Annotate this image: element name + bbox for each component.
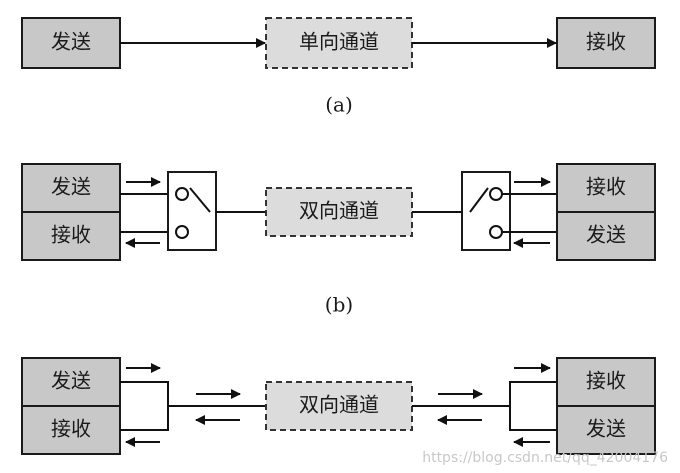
diagram-c: 发送 接收 双向通道 接收 发送 (21, 357, 656, 455)
c-channel-label: 双向通道 (299, 393, 379, 417)
c-left-receive-box (21, 405, 121, 455)
a-caption: (a) (325, 93, 353, 117)
c-channel-box (265, 381, 413, 431)
b-left-switch-blade (189, 187, 211, 213)
b-right-switch-box (461, 171, 511, 251)
a-send-label: 发送 (51, 30, 91, 54)
c-right-receive-box (556, 357, 656, 407)
b-right-receive-box (556, 163, 656, 213)
c-left-bracket (120, 381, 169, 431)
c-right-bracket (509, 381, 557, 431)
b-channel-box (265, 187, 413, 237)
b-right-switch-blade (469, 187, 489, 213)
a-channel-label: 单向通道 (299, 30, 379, 54)
c-left-send-label: 发送 (51, 369, 91, 393)
c-right-receive-label: 接收 (586, 369, 626, 393)
b-right-switch-port-top (489, 187, 503, 201)
b-left-switch-port-bottom (175, 225, 189, 239)
c-left-receive-label: 接收 (51, 417, 91, 441)
b-left-send-box (21, 163, 121, 213)
b-right-send-label: 发送 (586, 223, 626, 247)
a-receive-box (556, 17, 656, 69)
b-channel-label: 双向通道 (299, 199, 379, 223)
c-right-send-label: 发送 (586, 417, 626, 441)
watermark-text: https://blog.csdn.net/qq_42004176 (422, 450, 668, 466)
b-left-send-label: 发送 (51, 175, 91, 199)
b-right-switch-port-bottom (489, 225, 503, 239)
b-left-receive-label: 接收 (51, 223, 91, 247)
b-left-switch-port-top (175, 187, 189, 201)
a-send-box (21, 17, 121, 69)
diagram-b: 发送 接收 双向通道 接收 发送 (b) (21, 163, 656, 317)
c-right-send-box (556, 405, 656, 455)
b-right-send-box (556, 211, 656, 261)
b-right-receive-label: 接收 (586, 175, 626, 199)
b-left-receive-box (21, 211, 121, 261)
b-caption: (b) (325, 293, 353, 317)
diagram-a: 发送 单向通道 接收 (a) (21, 17, 656, 117)
a-receive-label: 接收 (586, 30, 626, 54)
